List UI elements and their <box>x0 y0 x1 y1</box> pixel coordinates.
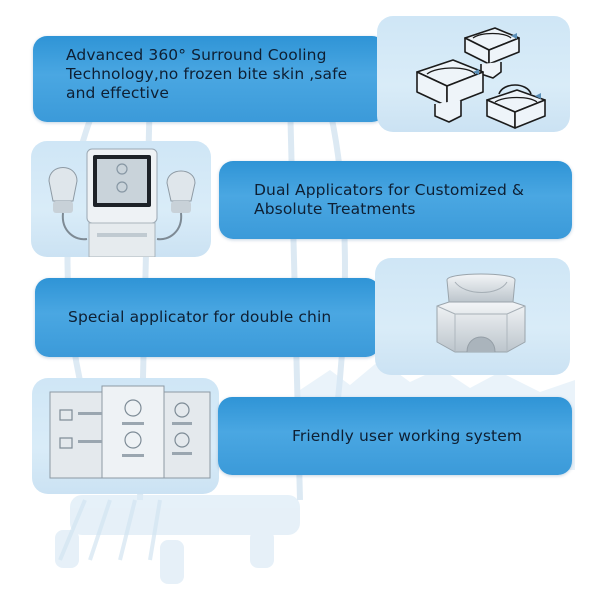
interface-screens-tile <box>32 378 219 494</box>
feature-text-line: Friendly user working system <box>292 426 523 445</box>
cooling-applicators-tile <box>377 16 570 132</box>
double-chin-applicator-icon <box>436 273 526 353</box>
double-chin-applicator-tile <box>375 258 570 375</box>
dual-applicator-machine-icon <box>48 148 196 257</box>
feature-text-line: Dual Applicators for Customized & <box>254 181 525 199</box>
cooling-applicators-icon <box>416 27 546 129</box>
feature-banner-cooling: Advanced 360° Surround Cooling Technolog… <box>33 36 386 122</box>
feature-text-line: Advanced 360° Surround Cooling <box>66 46 327 64</box>
interface-screens-icon <box>49 385 211 479</box>
feature-text-line: Special applicator for double chin <box>68 308 332 326</box>
feature-text-line: Technology,no frozen bite skin ,safe <box>66 65 348 83</box>
feature-banner-double-chin: Special applicator for double chin <box>35 278 380 357</box>
feature-text-line: Absolute Treatments <box>254 200 416 218</box>
feature-text: Advanced 360° Surround Cooling Technolog… <box>66 46 347 103</box>
dual-applicator-machine-tile <box>31 141 211 257</box>
feature-text: Dual Applicators for Customized & Absolu… <box>254 181 524 219</box>
feature-banner-user-system: Friendly user working system <box>218 397 572 475</box>
feature-text-line: and effective <box>66 84 169 102</box>
feature-banner-dual-applicators: Dual Applicators for Customized & Absolu… <box>219 161 572 239</box>
